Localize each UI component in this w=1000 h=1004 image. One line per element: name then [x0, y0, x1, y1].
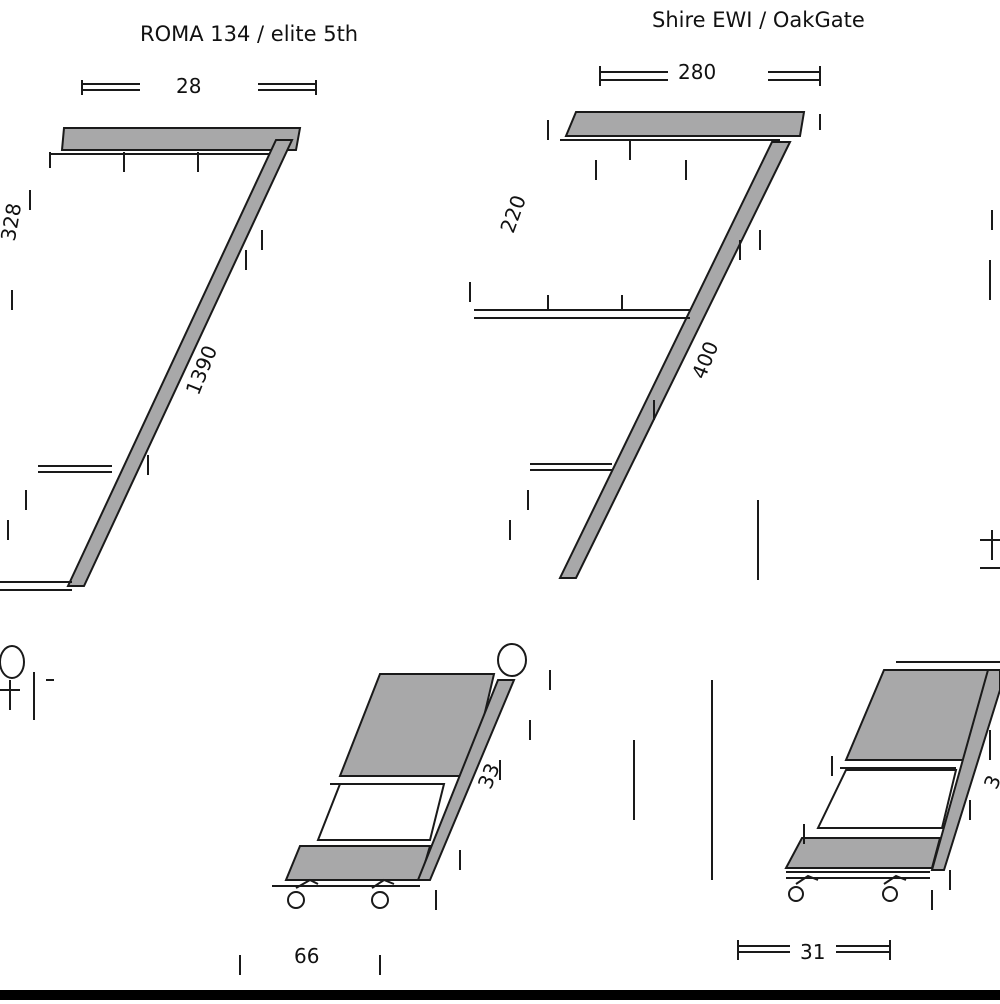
- right-bottom-width-label: 31: [800, 940, 826, 964]
- left-height-label: 328: [0, 201, 27, 243]
- left-section-rail: [416, 679, 516, 881]
- left-slanted-rail: [66, 139, 294, 587]
- right-elevation-drawing: [469, 66, 821, 580]
- right-section-drawing: [737, 661, 1000, 960]
- left-drawing-caption: ROMA 134 / elite 5th: [140, 22, 359, 46]
- left-elevation-drawing: [0, 80, 317, 591]
- right-drawing-caption: Shire EWI / OakGate: [652, 8, 865, 32]
- right-edge-fragment: [980, 210, 1000, 569]
- left-bottom-width-label: 66: [294, 944, 320, 968]
- right-slanted-rail: [558, 141, 792, 579]
- right-top-rail: [564, 111, 806, 137]
- right-top-width-label: 280: [678, 60, 717, 84]
- bottom-border-bar: [0, 990, 1000, 1000]
- right-section-lower-panel: [784, 837, 942, 869]
- left-top-rail: [60, 127, 302, 151]
- right-section-rail: [930, 669, 1000, 871]
- left-section-drawing: [0, 643, 713, 975]
- left-top-width-label: 28: [176, 74, 202, 98]
- left-section-lower-panel: [284, 845, 432, 881]
